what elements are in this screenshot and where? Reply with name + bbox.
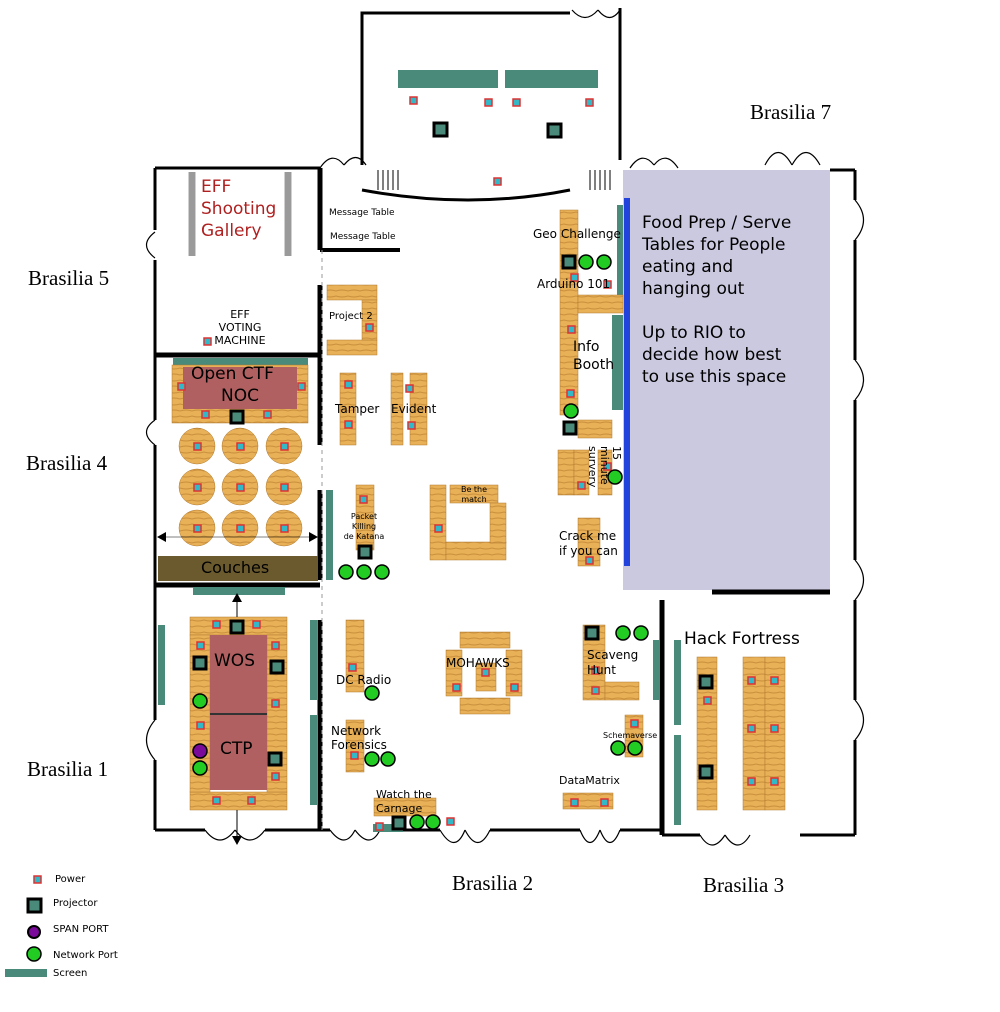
arrows	[157, 532, 318, 845]
legend-projector-label: Projector	[53, 898, 98, 909]
legend-span-port-label: SPAN PORT	[53, 924, 109, 935]
wos-ctp-table	[210, 635, 267, 790]
ctp-label: CTP	[220, 739, 253, 759]
legend-screen-label: Screen	[53, 968, 88, 979]
geo-challenge-label: Geo Challenge	[533, 227, 621, 241]
gallery-lane	[188, 172, 196, 256]
scaveng-hunt-label: Scaveng Hunt	[587, 648, 639, 677]
span-port-icon	[27, 925, 41, 939]
blue-divider	[624, 198, 630, 566]
room-label-brasilia-5: Brasilia 5	[28, 266, 110, 290]
legend-icons	[5, 875, 47, 977]
room-label-brasilia-3: Brasilia 3	[703, 873, 785, 897]
network-ports	[192, 254, 649, 830]
legend-power-label: Power	[55, 874, 86, 885]
food-area-text: Food Prep / Serve Tables for People eati…	[642, 213, 792, 387]
arduino-101-label: Arduino 101	[537, 277, 611, 291]
gallery-lane	[284, 172, 292, 256]
room-label-brasilia-1: Brasilia 1	[27, 757, 109, 781]
message-table-label: Message Table	[330, 232, 396, 242]
network-port-icon	[26, 946, 42, 962]
datamatrix-label: DataMatrix	[559, 774, 620, 787]
eff-shooting-gallery-label: EFF Shooting Gallery	[201, 177, 277, 241]
couches-block	[158, 556, 318, 581]
span-port	[192, 743, 208, 759]
crack-me-label: Crack me if you can	[559, 529, 618, 558]
power-outlets	[177, 96, 779, 831]
walls	[153, 8, 857, 837]
schemaverse-label: Schemaverse	[603, 731, 658, 740]
screens	[158, 70, 681, 832]
dc-radio-label: DC Radio	[336, 673, 392, 687]
wos-label: WOS	[214, 651, 255, 671]
open-ctf-label: Open CTF	[191, 364, 274, 384]
be-the-match-label: Be the match	[460, 485, 488, 504]
projectors	[192, 121, 714, 831]
room-label-brasilia-2: Brasilia 2	[452, 871, 534, 895]
stairs	[377, 170, 611, 190]
room-label-brasilia-4: Brasilia 4	[26, 451, 108, 475]
couches-label: Couches	[201, 558, 270, 577]
fifteen-minute-survery-label: 15 minute survery	[586, 446, 623, 488]
message-table-label: Message Table	[329, 208, 395, 218]
legend-network-port-label: Network Port	[53, 950, 118, 961]
open-ctf-table	[183, 367, 297, 409]
food-area	[623, 170, 830, 590]
screen-icon	[5, 969, 47, 977]
doors	[145, 9, 865, 846]
noc-label: NOC	[221, 386, 259, 406]
packet-killing-label: Packet Killing de Katana	[343, 512, 385, 541]
watch-the-carnage-label: Watch the Carnage	[376, 788, 432, 815]
mohawks-label: MOHAWKS	[446, 656, 510, 670]
hack-fortress-label: Hack Fortress	[684, 629, 800, 649]
power-icon	[33, 875, 42, 884]
eff-voting-machine-label: EFF VOTING MACHINE	[214, 308, 266, 347]
tamper-label: Tamper	[335, 402, 380, 416]
evident-label: Evident	[391, 402, 437, 416]
network-forensics-label: Network Forensics	[331, 724, 387, 752]
projector-icon	[26, 897, 43, 914]
project-2-label: Project 2	[329, 311, 373, 322]
room-label-brasilia-7: Brasilia 7	[750, 100, 832, 124]
info-booth-label: Info Booth	[573, 339, 615, 373]
